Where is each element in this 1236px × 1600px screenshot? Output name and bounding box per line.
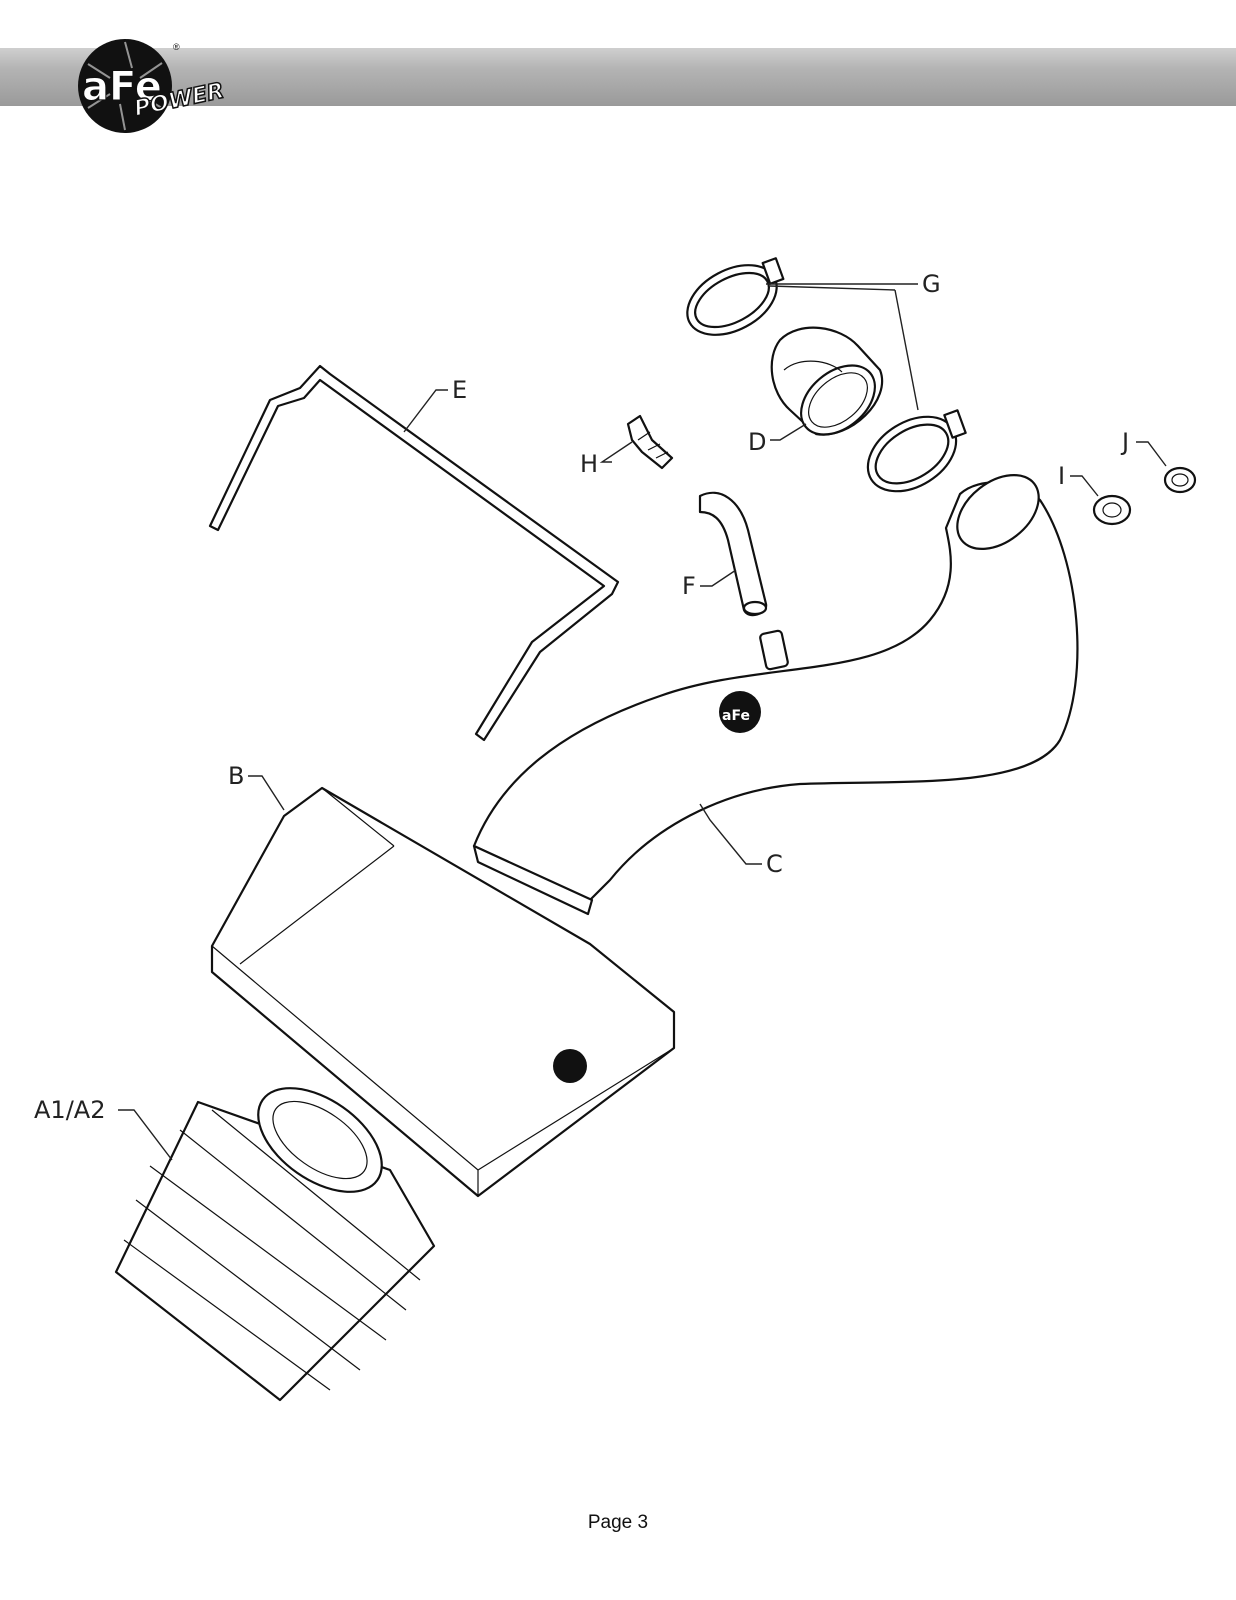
callout-e: E [452, 376, 467, 404]
intake-tube-c: aFe [472, 474, 1079, 916]
hose-clamp-upper-g [686, 257, 785, 336]
afe-power-logo: aFe POWER ® [78, 39, 227, 133]
breather-hose-f [698, 491, 768, 617]
callout-j: J [1120, 428, 1129, 456]
callout-a1a2: A1/A2 [34, 1096, 105, 1124]
header-bar [0, 48, 1236, 106]
callout-h: H [580, 450, 598, 478]
heat-shield-bracket-e [208, 364, 620, 742]
svg-text:aFe: aFe [722, 708, 750, 724]
air-box-b [210, 786, 676, 1198]
callout-c: C [766, 850, 783, 878]
fitting-h [626, 414, 674, 470]
svg-text:®: ® [173, 42, 180, 52]
air-filter-a1-a2 [114, 1087, 436, 1402]
coupler-d [770, 326, 884, 436]
callout-f: F [682, 572, 696, 600]
plug-j [1163, 466, 1197, 494]
svg-text:aFe: aFe [82, 64, 162, 110]
callout-g: G [922, 270, 941, 298]
page-number: Page 3 [587, 1512, 649, 1533]
callout-d: D [748, 428, 766, 456]
callout-b: B [228, 762, 244, 790]
grommet-i [1092, 494, 1132, 526]
hose-clamp-lower-g [866, 409, 967, 493]
callout-i: I [1058, 462, 1065, 490]
